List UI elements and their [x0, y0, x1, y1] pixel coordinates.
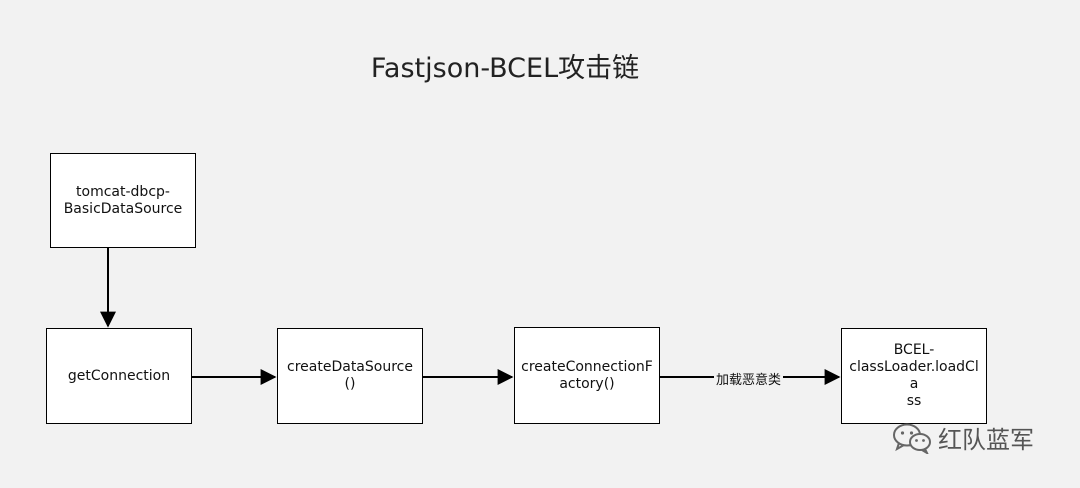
diagram-title: Fastjson-BCEL攻击链: [370, 53, 640, 84]
node-line: ss: [906, 393, 922, 409]
node-basic-data-source: tomcat-dbcp- BasicDataSource: [50, 153, 196, 248]
edge-label-load-malicious-class: 加载恶意类: [714, 369, 784, 388]
wechat-icon: [893, 423, 931, 454]
watermark: 红队蓝军: [892, 420, 1034, 455]
node-line: tomcat-dbcp-: [76, 183, 170, 200]
watermark-text: 红队蓝军: [938, 426, 1034, 454]
node-line: classLoader.loadCla: [849, 359, 979, 392]
node-create-connection-factory: createConnectionF actory(): [514, 327, 660, 424]
node-line: createDataSource(): [287, 359, 413, 392]
node-line: getConnection: [67, 367, 171, 384]
node-create-data-source: createDataSource(): [277, 328, 423, 424]
node-line: actory(): [559, 375, 615, 392]
node-line: createConnectionF: [521, 358, 653, 375]
node-get-connection: getConnection: [46, 328, 192, 424]
node-line: BCEL-: [893, 342, 935, 358]
node-bcel-loader: BCEL- classLoader.loadCla ss: [841, 328, 987, 424]
node-line: BasicDataSource: [63, 200, 183, 217]
